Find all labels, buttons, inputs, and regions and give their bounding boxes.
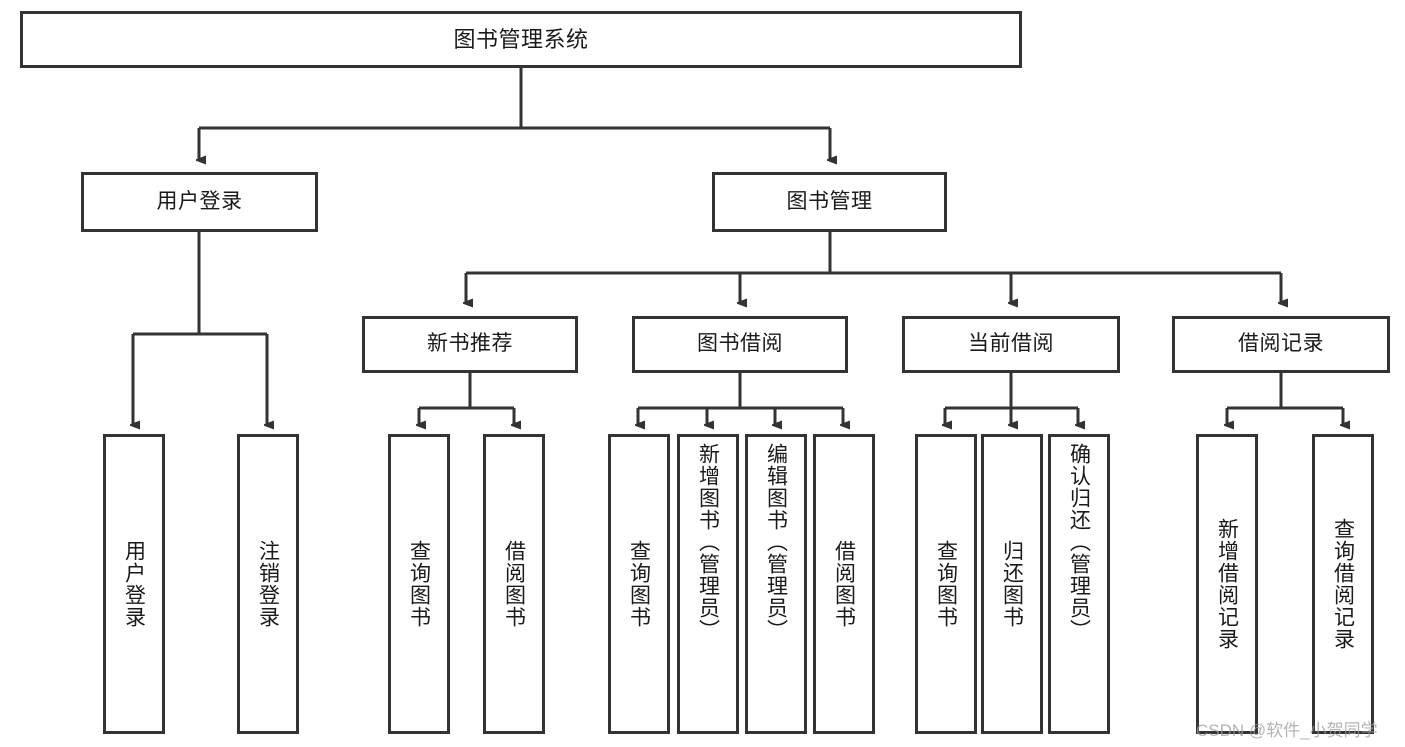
node-book-management[interactable]: 图书管理: [712, 172, 947, 232]
node-label: 查询图书: [407, 540, 431, 628]
leaf-user-logout[interactable]: 注销登录: [237, 434, 299, 734]
leaf-confirm-return-admin[interactable]: 确认归还（管理员）: [1048, 434, 1110, 734]
leaf-edit-book-admin[interactable]: 编辑图书（管理员）: [745, 434, 807, 734]
node-borrow-record[interactable]: 借阅记录: [1172, 316, 1390, 373]
node-book-borrow[interactable]: 图书借阅: [632, 316, 848, 373]
leaf-add-borrow-record[interactable]: 新增借阅记录: [1196, 434, 1258, 734]
node-label: 图书借阅: [697, 332, 783, 356]
node-current-borrow[interactable]: 当前借阅: [902, 316, 1120, 373]
node-label: 编辑图书（管理员）: [764, 443, 788, 641]
node-label: 新增图书（管理员）: [696, 443, 720, 641]
leaf-query-book-current[interactable]: 查询图书: [915, 434, 977, 734]
leaf-borrow-book[interactable]: 借阅图书: [813, 434, 875, 734]
node-label: 查询图书: [627, 540, 651, 628]
node-new-book-recommend[interactable]: 新书推荐: [362, 316, 578, 373]
node-label: 图书管理系统: [453, 26, 589, 52]
node-label: 新增借阅记录: [1215, 518, 1239, 650]
leaf-query-book-borrow[interactable]: 查询图书: [608, 434, 670, 734]
node-label: 查询借阅记录: [1331, 518, 1355, 650]
node-label: 查询图书: [934, 540, 958, 628]
node-label: 借阅记录: [1238, 332, 1324, 356]
node-label: 用户登录: [122, 540, 146, 628]
node-label: 新书推荐: [427, 332, 513, 356]
leaf-query-borrow-record[interactable]: 查询借阅记录: [1312, 434, 1374, 734]
node-root-system[interactable]: 图书管理系统: [20, 11, 1022, 68]
leaf-add-book-admin[interactable]: 新增图书（管理员）: [677, 434, 739, 734]
watermark: CSDN @软件_小贺同学: [1196, 721, 1378, 740]
leaf-query-book-recommend[interactable]: 查询图书: [388, 434, 450, 734]
node-label: 借阅图书: [502, 540, 526, 628]
leaf-return-book[interactable]: 归还图书: [981, 434, 1043, 734]
leaf-user-login[interactable]: 用户登录: [103, 434, 165, 734]
node-user-login[interactable]: 用户登录: [81, 172, 318, 232]
node-label: 确认归还（管理员）: [1067, 443, 1091, 641]
node-label: 当前借阅: [968, 332, 1054, 356]
node-label: 图书管理: [786, 189, 873, 213]
leaf-borrow-book-recommend[interactable]: 借阅图书: [483, 434, 545, 734]
node-label: 注销登录: [256, 540, 280, 628]
node-label: 归还图书: [1000, 540, 1024, 628]
node-label: 用户登录: [156, 189, 243, 213]
node-label: 借阅图书: [832, 540, 856, 628]
